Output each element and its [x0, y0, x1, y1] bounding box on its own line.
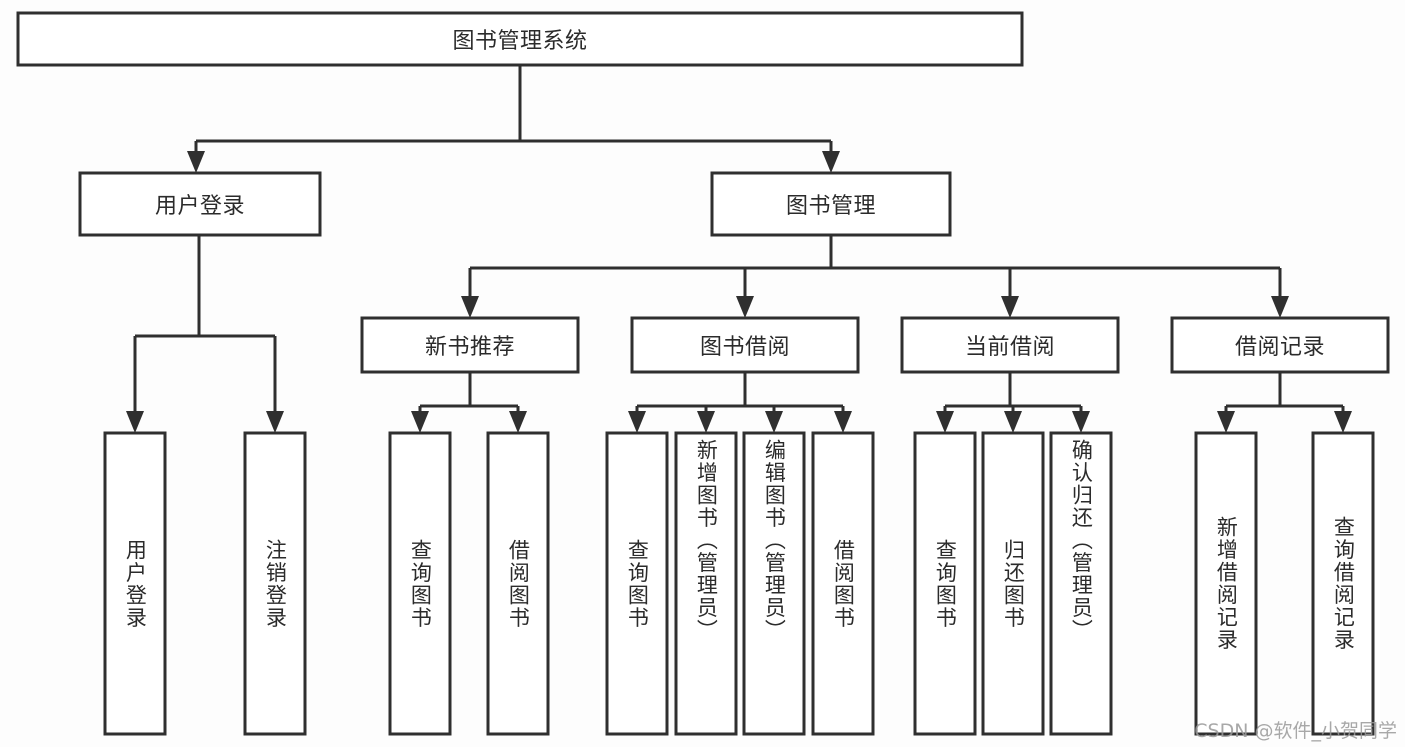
- arrowhead-a-new-book-recommend: [461, 296, 479, 318]
- arrowhead-a-leaf-query-book-recommend: [411, 411, 429, 433]
- arrowhead-a-leaf-borrow-book-recommend: [509, 411, 527, 433]
- node-box-leaf-borrow-book[interactable]: [811, 431, 875, 736]
- node-box-book-borrow[interactable]: [630, 316, 860, 374]
- node-box-book-management[interactable]: [710, 171, 952, 237]
- arrowhead-a-current-borrow: [1001, 296, 1019, 318]
- arrowhead-a-leaf-query-book-borrow: [628, 411, 646, 433]
- node-box-leaf-borrow-book-recommend[interactable]: [486, 431, 550, 736]
- node-box-leaf-user-login[interactable]: [103, 431, 167, 736]
- node-box-leaf-query-book-borrow[interactable]: [605, 431, 669, 736]
- arrowhead-a-leaf-confirm-return-admin: [1072, 411, 1090, 433]
- node-box-leaf-query-book-current[interactable]: [913, 431, 977, 736]
- node-box-leaf-edit-book-admin[interactable]: [742, 431, 806, 736]
- node-box-user-login[interactable]: [78, 171, 322, 237]
- node-box-leaf-add-book-admin[interactable]: [674, 431, 738, 736]
- arrowhead-a-user-login: [187, 151, 205, 173]
- node-box-leaf-query-book-recommend[interactable]: [388, 431, 452, 736]
- arrowhead-a-leaf-add-borrow-record: [1217, 411, 1235, 433]
- node-box-leaf-confirm-return-admin[interactable]: [1049, 431, 1113, 736]
- node-boxes-layer: [16, 11, 1390, 736]
- arrowhead-a-leaf-edit-book-admin: [765, 411, 783, 433]
- node-box-borrow-record[interactable]: [1170, 316, 1390, 374]
- node-box-new-book-recommend[interactable]: [360, 316, 580, 374]
- node-box-leaf-return-book[interactable]: [981, 431, 1045, 736]
- arrowhead-a-book-borrow: [736, 296, 754, 318]
- arrowhead-a-leaf-borrow-book: [834, 411, 852, 433]
- node-box-current-borrow[interactable]: [900, 316, 1120, 374]
- node-box-root[interactable]: [16, 11, 1024, 67]
- arrowhead-a-book-management: [822, 151, 840, 173]
- arrowhead-a-leaf-return-book: [1004, 411, 1022, 433]
- arrowheads-layer: [126, 151, 1352, 433]
- arrowhead-a-leaf-user-login: [126, 411, 144, 433]
- arrowhead-a-borrow-record: [1271, 296, 1289, 318]
- arrowhead-a-leaf-logout: [266, 411, 284, 433]
- arrowhead-a-leaf-add-book-admin: [697, 411, 715, 433]
- node-box-leaf-query-borrow-record[interactable]: [1311, 431, 1375, 736]
- arrowhead-a-leaf-query-book-current: [936, 411, 954, 433]
- arrowhead-a-leaf-query-borrow-record: [1334, 411, 1352, 433]
- node-box-leaf-logout[interactable]: [243, 431, 307, 736]
- node-box-leaf-add-borrow-record[interactable]: [1194, 431, 1258, 736]
